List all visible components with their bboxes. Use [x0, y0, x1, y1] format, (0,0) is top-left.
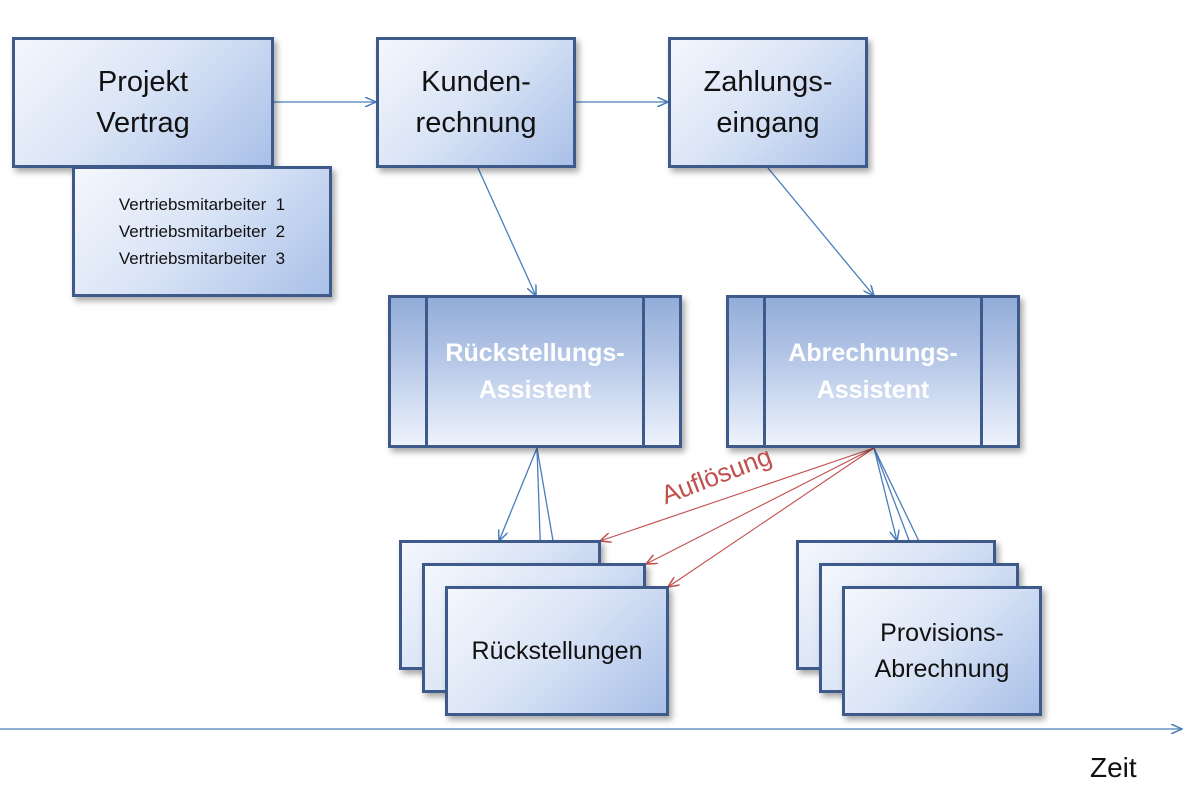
abr-assist-line-2: Assistent	[816, 375, 930, 404]
abr-assist-right-bar	[980, 298, 983, 445]
zahlung-line-2: eingang	[716, 106, 820, 139]
rueck-assist-label: Rückstellungs- Assistent	[391, 298, 679, 445]
box-rueckstellungen: Rückstellungen	[445, 586, 669, 716]
rueck-assist-line-1: Rückstellungs-	[445, 339, 625, 368]
red-arrow-aufloesung-3	[668, 447, 875, 587]
vertrieb-line-3: Vertriebsmitarbeiter 3	[118, 249, 286, 269]
abr-assist-line-1: Abrechnungs-	[788, 339, 958, 368]
arrow-abr-to-prov-1	[873, 447, 897, 541]
vertrieb-line-1: Vertriebsmitarbeiter 1	[118, 194, 286, 214]
zahlung-line-1: Zahlungs-	[703, 65, 833, 98]
arrow-zahlung-to-abr-assist	[767, 167, 874, 296]
box-kundenrechnung: Kunden- rechnung	[376, 37, 576, 168]
box-provisions-abrechnung: Provisions- Abrechnung	[842, 586, 1042, 716]
rueck-assist-left-bar	[425, 298, 428, 445]
arrow-rueck-to-stack-1	[499, 447, 538, 541]
box-projekt-vertrag: Projekt Vertrag	[12, 37, 274, 168]
box-abrechnungs-assistent: Abrechnungs- Assistent	[726, 295, 1020, 448]
rueck-assist-line-2: Assistent	[478, 375, 592, 404]
box-rueckstellungs-assistent: Rückstellungs- Assistent	[388, 295, 682, 448]
projekt-line-2: Vertrag	[96, 106, 190, 139]
red-arrow-aufloesung-1	[600, 447, 875, 541]
projekt-line-1: Projekt	[97, 65, 189, 98]
arrow-kunden-to-rueck-assist	[477, 167, 536, 296]
provision-line-2: Abrechnung	[874, 655, 1010, 683]
kunden-line-2: rechnung	[415, 106, 537, 139]
abr-assist-label: Abrechnungs- Assistent	[729, 298, 1017, 445]
vertrieb-line-2: Vertriebsmitarbeiter 2	[118, 221, 286, 241]
red-arrow-aufloesung-2	[646, 447, 875, 564]
rueck-assist-right-bar	[642, 298, 645, 445]
rueckstellungen-label: Rückstellungen	[471, 636, 643, 665]
provision-line-1: Provisions-	[880, 618, 1004, 647]
kunden-line-1: Kunden-	[421, 65, 531, 98]
time-axis-label: Zeit	[1090, 752, 1137, 783]
abr-assist-left-bar	[763, 298, 766, 445]
box-vertriebsmitarbeiter: Vertriebsmitarbeiter 1 Vertriebsmitarbei…	[72, 166, 332, 297]
box-zahlungseingang: Zahlungs- eingang	[668, 37, 868, 168]
